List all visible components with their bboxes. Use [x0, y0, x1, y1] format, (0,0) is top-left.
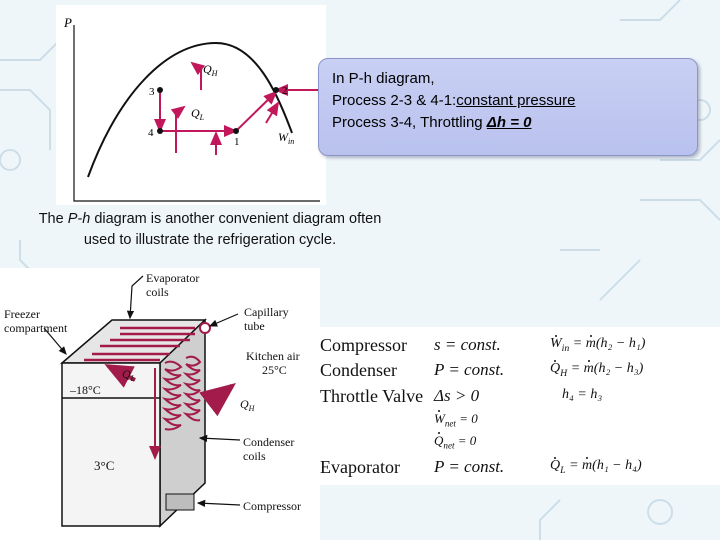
- qh-arrow: [190, 61, 206, 90]
- state-1: 1: [234, 136, 240, 148]
- qh-fridge-arrow: [199, 382, 236, 417]
- label-kitchen-temp: 25°C: [262, 363, 287, 377]
- evaporator-coils: [84, 326, 195, 362]
- row-wnet: Wnet = 0: [434, 411, 478, 429]
- label-condenser-coils: coils: [243, 449, 266, 463]
- row-condenser-formula: QH = m(h₂ − h₃): [550, 361, 644, 379]
- refrigerator-illustration: Evaporator coils Freezer compartment Cap…: [0, 268, 320, 540]
- callout-box: In P-h diagram, Process 2-3 & 4-1:consta…: [318, 58, 698, 156]
- axis-p-label: P: [63, 15, 72, 30]
- compressor-body: [165, 493, 195, 511]
- row-compressor-formula: Win = m(h₂ − h₁): [550, 336, 646, 354]
- label-capillary: Capillary: [244, 305, 289, 319]
- row-evaporator-cond: P = const.: [434, 457, 505, 476]
- row-compressor-cond: s = const.: [434, 335, 501, 354]
- row-condenser-name: Condenser: [320, 360, 397, 380]
- ph-diagram: P 3 2 4 1 QH QL Win: [56, 5, 326, 205]
- win-arrow: [265, 101, 280, 124]
- win-label: Win: [278, 130, 294, 146]
- state-4: 4: [148, 127, 154, 139]
- label-condenser: Condenser: [243, 435, 294, 449]
- equation-table: Compressor s = const. Win = m(h₂ − h₁) C…: [312, 327, 720, 485]
- row-throttle-formula: h₄ = h₃: [562, 387, 603, 402]
- qh-label: QH: [203, 62, 219, 78]
- row-throttle-cond: Δs > 0: [434, 386, 480, 405]
- label-evaporator: Evaporator: [146, 271, 199, 285]
- state-3: 3: [149, 86, 155, 98]
- label-ql: QL: [122, 367, 136, 383]
- saturation-dome: [87, 41, 293, 178]
- row-qnet: Qnet = 0: [434, 433, 477, 451]
- ql-arrow: [170, 105, 186, 153]
- capillary-tube: [199, 322, 211, 334]
- label-fridge-temp: 3°C: [94, 458, 114, 473]
- callout-line-1: In P-h diagram,: [332, 70, 435, 87]
- label-kitchen-air: Kitchen air: [246, 349, 300, 363]
- label-coils: coils: [146, 285, 169, 299]
- callout-line-3: Process 3-4, Throttling Δh = 0: [332, 114, 532, 131]
- fridge-front: [61, 362, 161, 527]
- label-compressor: Compressor: [243, 499, 301, 513]
- label-freezer: Freezer: [4, 307, 40, 321]
- ql-fridge-arrow: [104, 364, 136, 388]
- row-evaporator-formula: QL = m(h₁ − h₄): [550, 458, 642, 476]
- ph-axes: [73, 25, 320, 202]
- label-qh: QH: [240, 397, 256, 413]
- callout-line-2: Process 2-3 & 4-1:constant pressure: [332, 92, 576, 109]
- label-freezer-temp: –18°C: [69, 383, 101, 397]
- label-compartment: compartment: [4, 321, 68, 335]
- row-evaporator-name: Evaporator: [320, 457, 400, 477]
- process-1-2: [235, 90, 278, 132]
- label-tube: tube: [244, 319, 265, 333]
- row-throttle-name: Throttle Valve: [320, 386, 424, 406]
- row-compressor-name: Compressor: [320, 335, 407, 355]
- state-2: 2: [282, 85, 288, 97]
- condenser-coils: [161, 360, 183, 431]
- ph-caption: The P-h diagram is another convenient di…: [38, 211, 382, 248]
- row-condenser-cond: P = const.: [434, 360, 505, 379]
- ql-label: QL: [191, 106, 205, 122]
- condenser-coils-back: [182, 355, 202, 422]
